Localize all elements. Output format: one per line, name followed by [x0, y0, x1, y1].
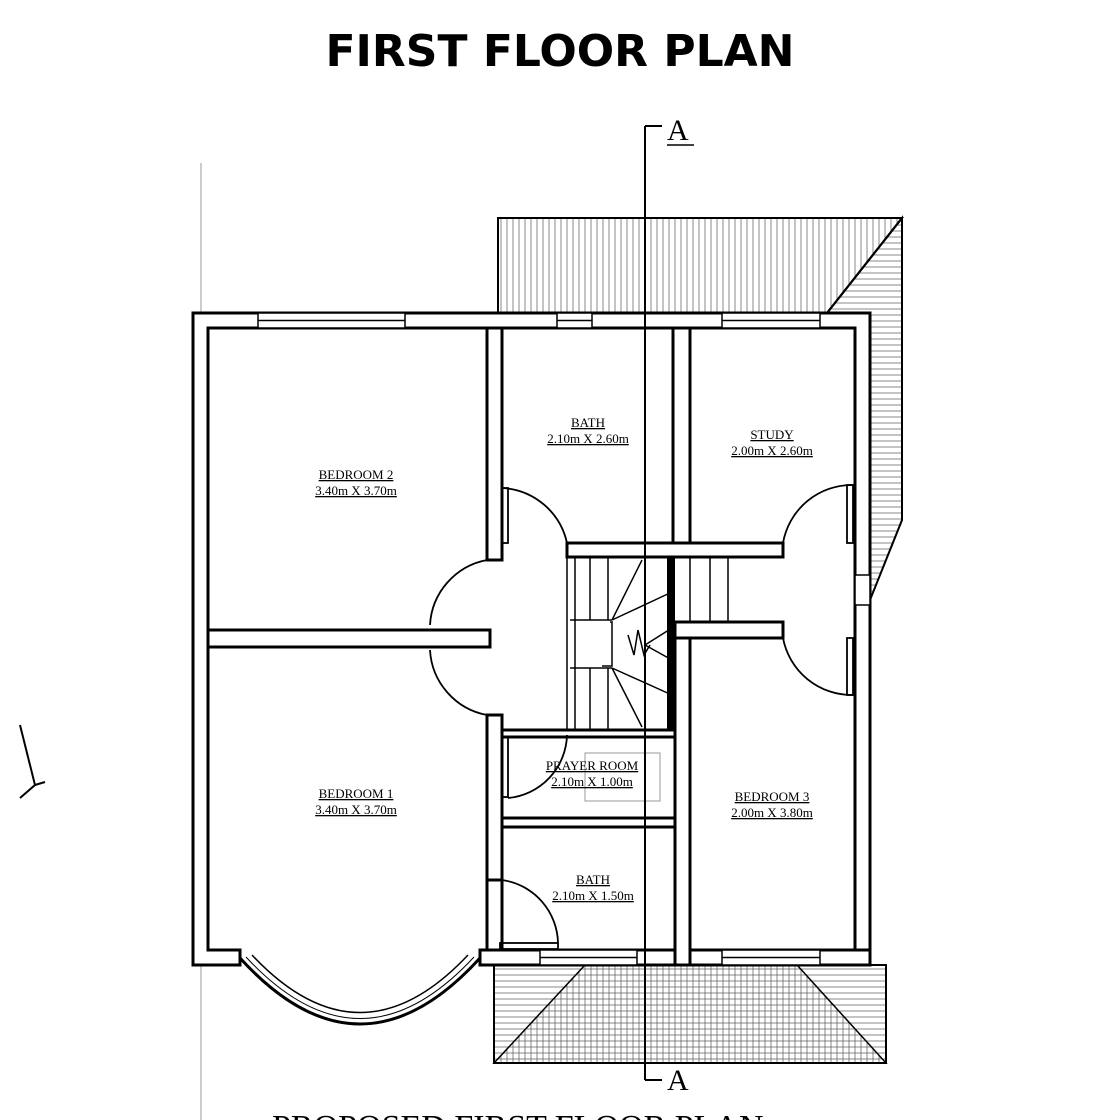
room-size: 3.40m X 3.70m [315, 802, 397, 817]
prayer-mat [584, 752, 661, 802]
room-name: BATH [571, 415, 605, 430]
section-marker-top: A [667, 114, 689, 147]
plan-title: FIRST FLOOR PLAN [325, 26, 795, 77]
door-swings [429, 484, 854, 950]
room-labels: BEDROOM 2 3.40m X 3.70m BATH 2.10m X 2.6… [315, 415, 813, 903]
bay-window [238, 954, 482, 1026]
room-size: 2.10m X 1.50m [552, 888, 634, 903]
room-size: 2.10m X 1.00m [551, 774, 633, 789]
room-name: BEDROOM 1 [319, 786, 394, 801]
room-name: PRAYER ROOM [546, 758, 639, 773]
room-size: 2.00m X 2.60m [731, 443, 813, 458]
section-marker-bottom: A [667, 1064, 689, 1097]
staircase [570, 557, 729, 730]
walls [191, 311, 872, 967]
north-arrow-icon [19, 724, 46, 799]
room-name: BATH [576, 872, 610, 887]
roof-bottom [492, 964, 888, 1064]
room-size: 3.40m X 3.70m [315, 483, 397, 498]
section-line-a: A A [644, 114, 694, 1097]
room-name: BEDROOM 2 [319, 467, 394, 482]
room-name: BEDROOM 3 [735, 789, 810, 804]
room-size: 2.10m X 2.60m [547, 431, 629, 446]
room-name: STUDY [750, 427, 794, 442]
room-size: 2.00m X 3.80m [731, 805, 813, 820]
drawing-caption: PROPOSED FIRST FLOOR PLAN [272, 1109, 764, 1120]
